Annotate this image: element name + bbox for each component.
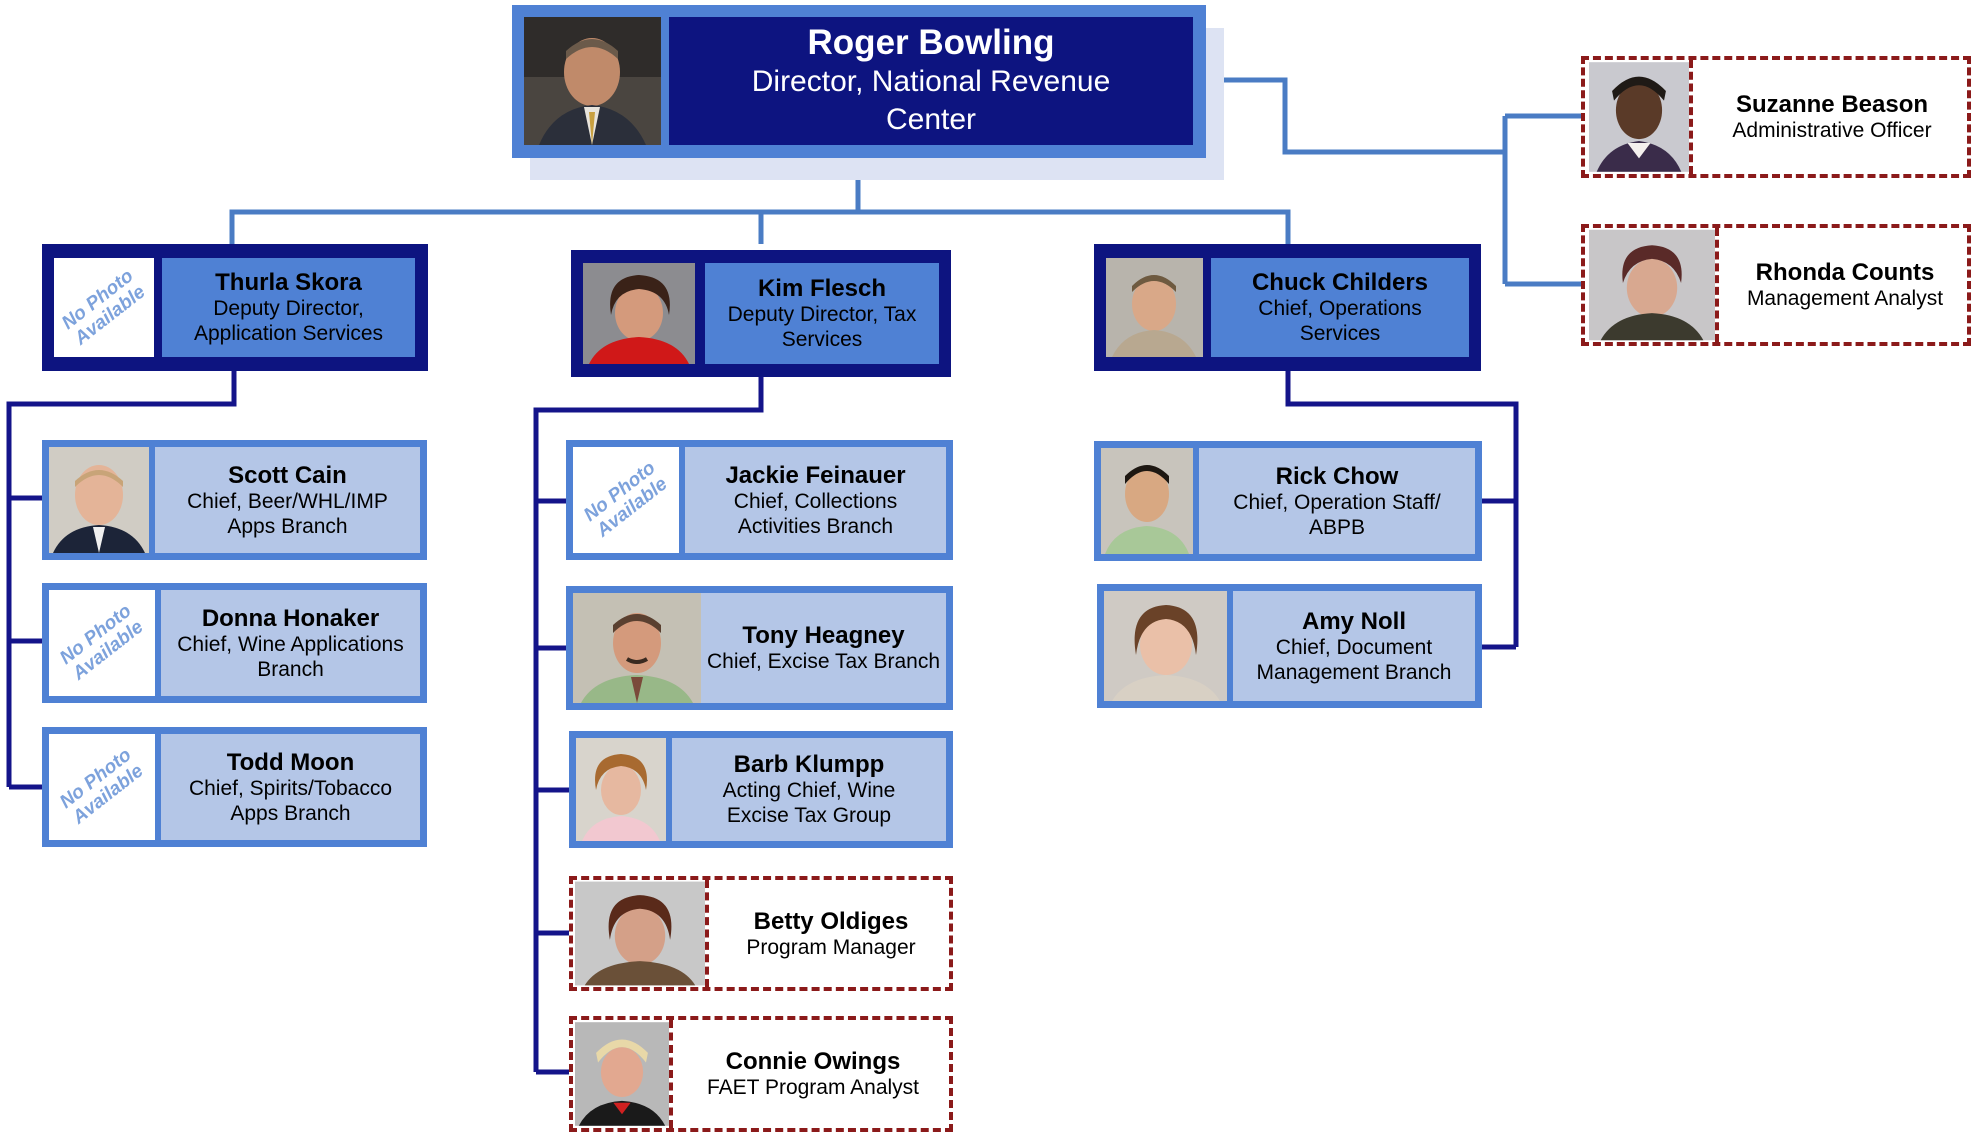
branch-info-donna-honaker: Donna Honaker Chief, Wine Applications B… — [161, 590, 420, 696]
branch-title: Chief, Beer/WHL/IMP Apps Branch — [187, 489, 388, 538]
branch-info-todd-moon: Todd Moon Chief, Spirits/Tobacco Apps Br… — [161, 734, 420, 840]
deputy-title: Chief, Operations Services — [1258, 297, 1422, 345]
branch-info-barb-klumpp: Barb Klumpp Acting Chief, Wine Excise Ta… — [672, 738, 946, 841]
deputy-title: Deputy Director, Application Services — [193, 297, 384, 345]
deputy-name: Kim Flesch — [757, 275, 887, 302]
deputy-title: Deputy Director, Tax Services — [727, 303, 917, 351]
no-photo-placeholder: No Photo Available — [54, 258, 154, 357]
deputy-name: Thurla Skora — [215, 269, 362, 296]
staff-title: Administrative Officer — [1732, 119, 1932, 142]
deputy-card-thurla-skora: No Photo Available Thurla Skora Deputy D… — [42, 244, 428, 371]
staff-info-connie-owings: Connie Owings FAET Program Analyst — [677, 1020, 949, 1128]
deputy-name: Chuck Childers — [1251, 269, 1429, 296]
deputy-photo-chuck-childers — [1106, 258, 1203, 357]
deputy-info-chuck-childers: Chuck Childers Chief, Operations Service… — [1211, 258, 1469, 357]
branch-photo-tony-heagney — [573, 593, 701, 703]
branch-card-barb-klumpp: Barb Klumpp Acting Chief, Wine Excise Ta… — [569, 731, 953, 848]
connector-right-branch — [1285, 368, 1519, 650]
staff-title: FAET Program Analyst — [706, 1076, 920, 1099]
deputy-card-kim-flesch: Kim Flesch Deputy Director, Tax Services — [571, 250, 951, 377]
staff-card-connie-owings: Connie Owings FAET Program Analyst — [569, 1016, 953, 1132]
branch-title: Chief, Document Management Branch — [1256, 635, 1452, 684]
director-info: Roger Bowling Director, National Revenue… — [669, 17, 1193, 145]
connector-left-branch — [6, 368, 237, 790]
branch-card-rick-chow: Rick Chow Chief, Operation Staff/ ABPB — [1094, 441, 1482, 561]
staff-name: Rhonda Counts — [1755, 259, 1935, 286]
branch-title: Chief, Collections Activities Branch — [733, 489, 898, 538]
staff-card-suzanne-beason: Suzanne Beason Administrative Officer — [1581, 56, 1971, 178]
director-card: Roger Bowling Director, National Revenue… — [512, 5, 1206, 158]
branch-card-amy-noll: Amy Noll Chief, Document Management Bran… — [1097, 584, 1482, 708]
no-photo-placeholder: No Photo Available — [49, 590, 155, 696]
branch-title: Chief, Excise Tax Branch — [706, 650, 941, 673]
staff-name: Betty Oldiges — [753, 907, 909, 935]
staff-photo-betty-oldiges — [575, 880, 709, 987]
branch-name: Scott Cain — [228, 461, 347, 489]
branch-photo-amy-noll — [1104, 591, 1227, 701]
staff-name: Connie Owings — [725, 1048, 901, 1075]
staff-photo-suzanne-beason — [1589, 60, 1693, 174]
staff-card-rhonda-counts: Rhonda Counts Management Analyst — [1581, 224, 1971, 346]
staff-title: Management Analyst — [1746, 287, 1944, 310]
staff-title: Program Manager — [746, 935, 916, 959]
branch-title: Chief, Spirits/Tobacco Apps Branch — [188, 776, 393, 825]
staff-info-rhonda-counts: Rhonda Counts Management Analyst — [1723, 228, 1967, 342]
deputy-card-chuck-childers: Chuck Childers Chief, Operations Service… — [1094, 244, 1481, 371]
branch-name: Jackie Feinauer — [725, 461, 906, 489]
branch-info-amy-noll: Amy Noll Chief, Document Management Bran… — [1233, 591, 1475, 701]
staff-photo-rhonda-counts — [1589, 228, 1719, 342]
branch-info-scott-cain: Scott Cain Chief, Beer/WHL/IMP Apps Bran… — [155, 447, 420, 553]
branch-name: Donna Honaker — [201, 604, 380, 632]
branch-name: Todd Moon — [226, 748, 355, 776]
branch-info-rick-chow: Rick Chow Chief, Operation Staff/ ABPB — [1199, 448, 1475, 554]
branch-info-jackie-feinauer: Jackie Feinauer Chief, Collections Activ… — [685, 447, 946, 553]
branch-card-scott-cain: Scott Cain Chief, Beer/WHL/IMP Apps Bran… — [42, 440, 427, 560]
branch-photo-scott-cain — [49, 447, 149, 553]
branch-card-tony-heagney: Tony Heagney Chief, Excise Tax Branch — [566, 586, 953, 710]
branch-card-donna-honaker: No Photo Available Donna Honaker Chief, … — [42, 583, 427, 703]
deputy-info-thurla-skora: Thurla Skora Deputy Director, Applicatio… — [162, 258, 415, 357]
staff-name: Suzanne Beason — [1735, 91, 1929, 118]
branch-title: Chief, Wine Applications Branch — [177, 632, 404, 681]
branch-name: Rick Chow — [1275, 462, 1399, 490]
branch-card-todd-moon: No Photo Available Todd Moon Chief, Spir… — [42, 727, 427, 847]
deputy-info-kim-flesch: Kim Flesch Deputy Director, Tax Services — [705, 263, 939, 364]
branch-card-jackie-feinauer: No Photo Available Jackie Feinauer Chief… — [566, 440, 953, 560]
staff-info-betty-oldiges: Betty Oldiges Program Manager — [713, 880, 949, 987]
no-photo-placeholder: No Photo Available — [573, 447, 679, 553]
staff-info-suzanne-beason: Suzanne Beason Administrative Officer — [1697, 60, 1967, 174]
branch-name: Tony Heagney — [742, 622, 905, 649]
branch-name: Amy Noll — [1301, 607, 1406, 635]
connector-middle-branch — [533, 374, 764, 1075]
branch-info-tony-heagney: Tony Heagney Chief, Excise Tax Branch — [701, 593, 946, 703]
deputy-photo-kim-flesch — [583, 263, 695, 364]
director-title: Director, National Revenue Center — [751, 65, 1111, 136]
connector-director-staff — [1208, 77, 1582, 287]
branch-title: Acting Chief, Wine Excise Tax Group — [722, 779, 896, 827]
branch-photo-barb-klumpp — [576, 738, 666, 841]
branch-photo-rick-chow — [1101, 448, 1193, 554]
staff-photo-connie-owings — [575, 1020, 673, 1128]
director-photo — [524, 17, 661, 145]
no-photo-placeholder: No Photo Available — [49, 734, 155, 840]
branch-title: Chief, Operation Staff/ ABPB — [1233, 490, 1441, 539]
branch-name: Barb Klumpp — [733, 751, 885, 778]
staff-card-betty-oldiges: Betty Oldiges Program Manager — [569, 876, 953, 991]
director-name: Roger Bowling — [807, 23, 1055, 62]
